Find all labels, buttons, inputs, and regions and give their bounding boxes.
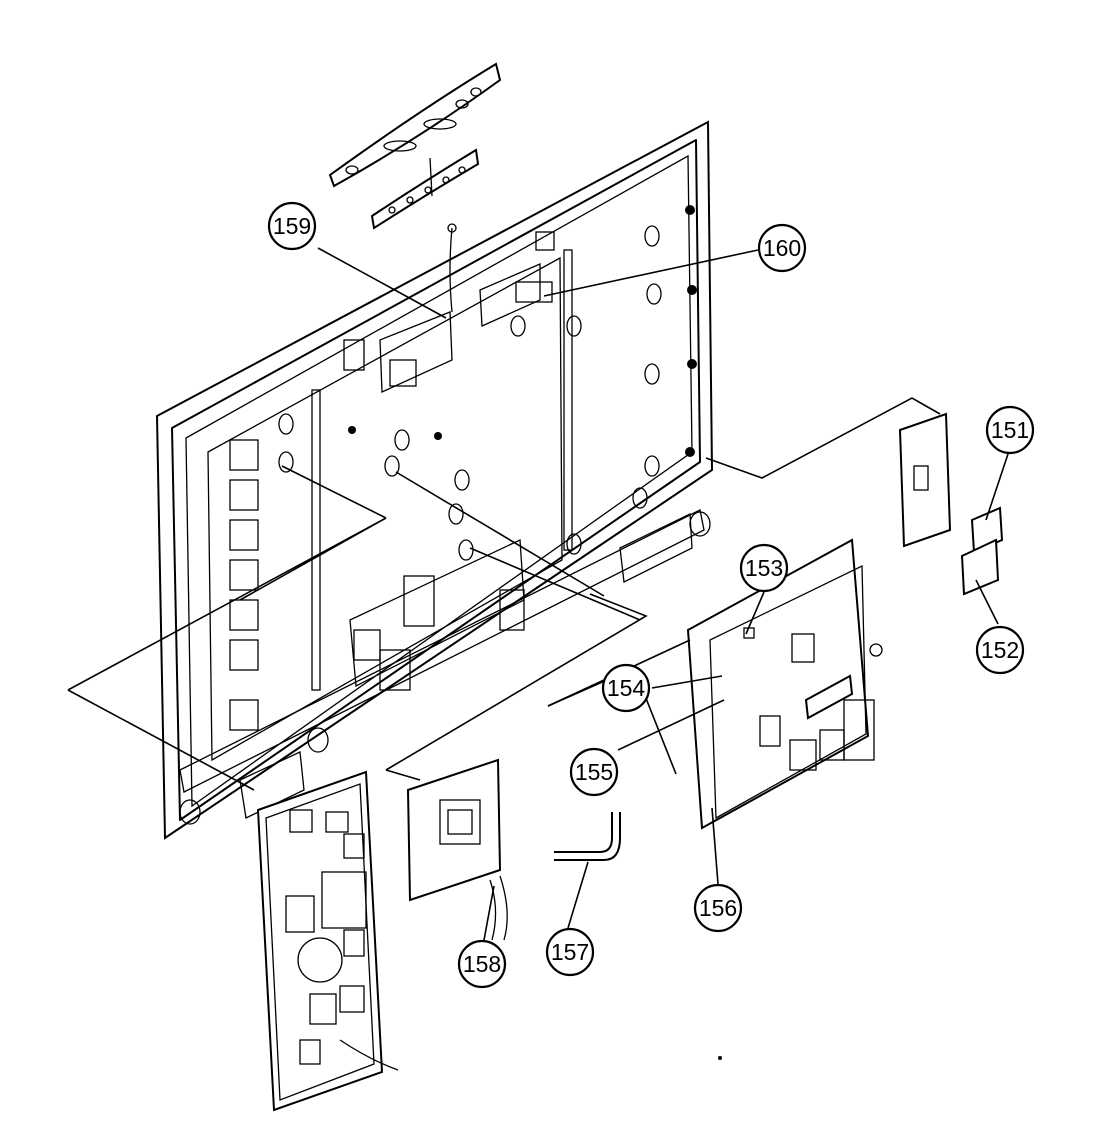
main-board xyxy=(686,538,883,830)
callout-label: 153 xyxy=(745,555,783,581)
callout-label: 155 xyxy=(575,759,613,785)
callout-152: 152 xyxy=(975,625,1025,675)
tv-rear-frame xyxy=(155,120,714,840)
tuner-board-158 xyxy=(406,758,508,941)
callout-158: 158 xyxy=(457,939,507,989)
callout-label: 157 xyxy=(551,939,589,965)
callout-label: 159 xyxy=(273,213,311,239)
callout-159: 159 xyxy=(267,201,317,251)
callout-157: 157 xyxy=(545,927,595,977)
callout-label: 152 xyxy=(981,637,1019,663)
callout-leaders xyxy=(317,247,1011,941)
callout-label: 158 xyxy=(463,951,501,977)
side-terminal-board xyxy=(898,412,1004,596)
callout-label: 160 xyxy=(763,235,801,261)
key-control-board xyxy=(328,62,502,313)
cable-157 xyxy=(554,812,621,861)
callout-label: 154 xyxy=(607,675,646,701)
power-supply-board xyxy=(256,770,399,1112)
callout-label: 151 xyxy=(991,417,1029,443)
callout-154: 154 xyxy=(601,663,651,713)
callout-160: 160 xyxy=(757,223,807,273)
stray-dot xyxy=(718,1056,722,1060)
callout-153: 153 xyxy=(739,543,789,593)
callout-label: 156 xyxy=(699,895,737,921)
callout-155: 155 xyxy=(569,747,619,797)
callout-151: 151 xyxy=(985,405,1035,455)
callout-156: 156 xyxy=(693,883,743,933)
